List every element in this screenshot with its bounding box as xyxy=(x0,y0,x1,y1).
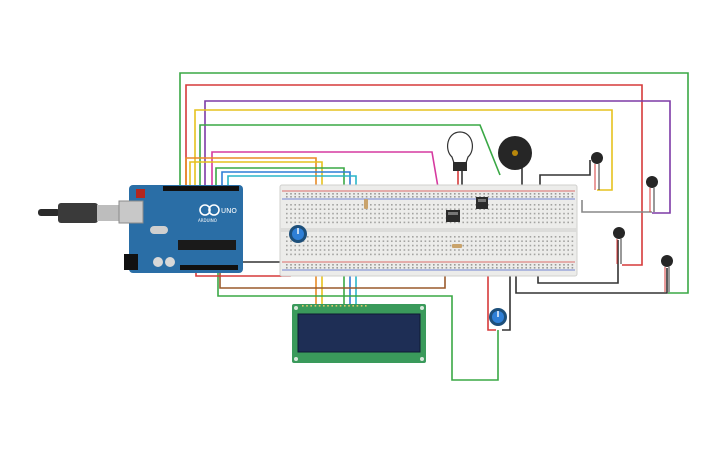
arduino-logo-text: ARDUINO xyxy=(198,218,217,223)
wire-black-sensor4[interactable] xyxy=(515,268,668,294)
potentiometer-2-icon[interactable] xyxy=(489,308,507,326)
breadboard-holes xyxy=(286,193,574,269)
buzzer-icon[interactable] xyxy=(498,136,532,170)
arduino-uno-label: UNO xyxy=(221,207,237,215)
lcd-module[interactable] xyxy=(292,304,426,363)
usb-cable xyxy=(38,203,119,223)
ic-module-2[interactable] xyxy=(476,197,488,209)
wire-purple[interactable] xyxy=(204,100,671,214)
sensor-3-icon[interactable] xyxy=(613,227,625,264)
wire-black-pot2[interactable] xyxy=(502,272,511,331)
wire-yellow[interactable] xyxy=(194,109,613,191)
reset-button[interactable] xyxy=(136,189,145,198)
resistor-1 xyxy=(364,199,368,209)
header-bottom xyxy=(180,265,238,270)
header-top xyxy=(163,186,239,191)
arduino-board[interactable]: UNO ARDUINO xyxy=(118,185,243,273)
wire-green-inner[interactable] xyxy=(199,124,501,185)
arduino-logo-icon xyxy=(199,204,211,216)
sensor-4-icon[interactable] xyxy=(661,255,673,292)
wire-red-pot2[interactable] xyxy=(487,272,496,331)
lcd-pin-header xyxy=(302,305,367,307)
wire-gray-sensor2[interactable] xyxy=(581,200,652,213)
resistor-2 xyxy=(452,244,462,248)
wire-green-outer[interactable] xyxy=(179,72,689,294)
potentiometer-1-icon[interactable] xyxy=(289,225,307,243)
breadboard[interactable] xyxy=(279,184,578,277)
sensor-2-icon[interactable] xyxy=(646,176,658,212)
light-bulb-icon[interactable] xyxy=(446,131,474,171)
wire-red-long[interactable] xyxy=(185,84,643,266)
sensor-1-icon[interactable] xyxy=(591,152,603,190)
wire-black-sensor1[interactable] xyxy=(539,160,591,190)
mcu-chip xyxy=(178,240,236,250)
wire-green-bottom[interactable] xyxy=(217,272,499,381)
lcd-screen xyxy=(297,313,421,353)
ic-module-1[interactable] xyxy=(446,210,460,222)
